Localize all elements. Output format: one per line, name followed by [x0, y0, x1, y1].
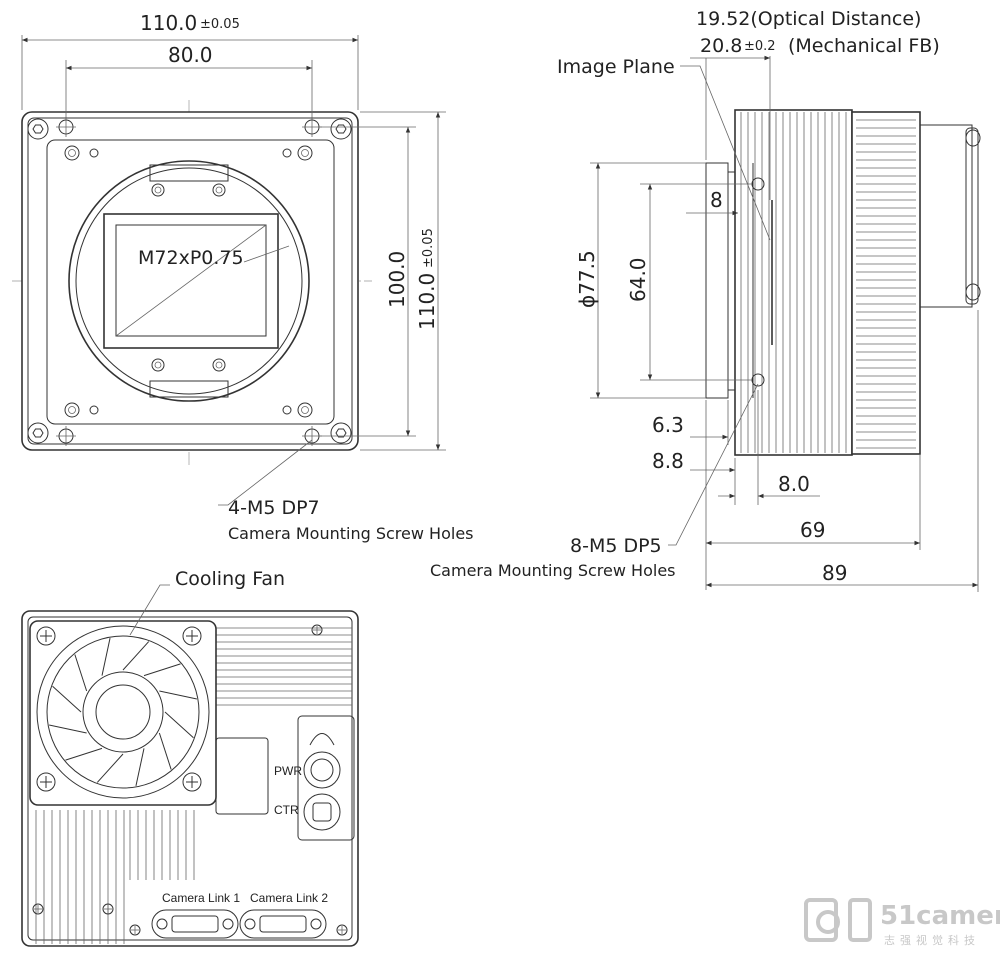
plate-screws [64, 145, 313, 418]
back-top-fins [216, 627, 352, 706]
side-screw-caption: Camera Mounting Screw Holes [430, 561, 676, 580]
fan-hub [95, 684, 151, 740]
watermark-logo: 51camera 志强视觉科技 [804, 898, 1000, 947]
mech-fb-label: (Mechanical FB) [788, 35, 940, 57]
fan-outer-ring [36, 625, 210, 799]
mount-screws [151, 183, 226, 372]
ctr-connector[interactable] [303, 793, 341, 831]
side-dim-8-8: 8.8 [652, 449, 684, 473]
front-hole-spacing-v-label: 100.0 [385, 251, 409, 308]
front-view: 110.0 ±0.05 80.0 100.0 110.0 ±0.05 M72xP… [12, 11, 474, 543]
lens-mount-ring-inner [75, 167, 303, 395]
front-screw-label: 4-M5 DP7 [228, 497, 320, 519]
front-plate [46, 139, 335, 425]
side-dim-6-3: 6.3 [652, 413, 684, 437]
side-dim-8-0: 8.0 [778, 472, 810, 496]
side-dim-69: 69 [800, 518, 825, 542]
side-fins [740, 112, 847, 453]
side-dim-64-label: 64.0 [626, 257, 650, 302]
side-dim-8: 8 [710, 188, 723, 212]
watermark-sub: 志强视觉科技 [884, 933, 980, 947]
watermark-brand: 51camera [880, 901, 1000, 931]
mount-tab-top [149, 164, 229, 182]
side-diameter-label: ϕ77.5 [575, 250, 599, 308]
lens-mount-ring-outer [68, 160, 310, 402]
pwr-label: PWR [274, 764, 302, 778]
camera-link-2-label: Camera Link 2 [250, 891, 328, 905]
ctr-label: CTR [274, 803, 299, 817]
back-view: Cooling Fan PWR CTR Camera Link 1 Camera… [21, 568, 359, 947]
sensor-frame [103, 213, 279, 349]
side-rear-connector [919, 124, 973, 308]
lens-mount-label: M72xP0.75 [138, 247, 244, 269]
sensor-active-area [115, 224, 267, 337]
pwr-connector[interactable] [303, 751, 341, 789]
mount-tab-bottom [149, 380, 229, 398]
cooling-fan-label: Cooling Fan [175, 568, 285, 590]
corner-hex-screws [27, 118, 352, 444]
cooling-fan-frame [29, 620, 217, 806]
image-plane-label: Image Plane [557, 56, 675, 78]
back-bottom-fins [35, 810, 195, 944]
front-height-label: 110.0 [415, 273, 439, 330]
camera-link-2-port[interactable] [239, 909, 327, 939]
front-body-inner-edge [27, 117, 353, 445]
front-width-tolerance: ±0.05 [200, 17, 240, 32]
front-width-label: 110.0 [140, 11, 197, 35]
power-ctrl-panel [297, 715, 355, 841]
side-view: 19.52(Optical Distance) 20.8 ±0.2 (Mecha… [430, 8, 981, 592]
front-height-tolerance: ±0.05 [421, 228, 436, 268]
side-rear-body [851, 111, 921, 455]
side-rear-fins [856, 119, 916, 449]
front-hole-spacing-label: 80.0 [168, 43, 213, 67]
side-dim-89: 89 [822, 561, 847, 585]
mech-fb-value: 20.8 [700, 35, 742, 57]
camera-link-1-label: Camera Link 1 [162, 891, 240, 905]
fan-screws [36, 626, 202, 792]
side-screw-label: 8-M5 DP5 [570, 535, 662, 557]
mech-fb-tolerance: ±0.2 [744, 39, 776, 54]
optical-distance-label: 19.52(Optical Distance) [696, 8, 921, 30]
sensor-diagonal [115, 224, 267, 337]
side-finned-body [734, 109, 853, 456]
camera-link-1-port[interactable] [151, 909, 239, 939]
front-screw-caption: Camera Mounting Screw Holes [228, 524, 474, 543]
fan-blades [49, 638, 197, 786]
